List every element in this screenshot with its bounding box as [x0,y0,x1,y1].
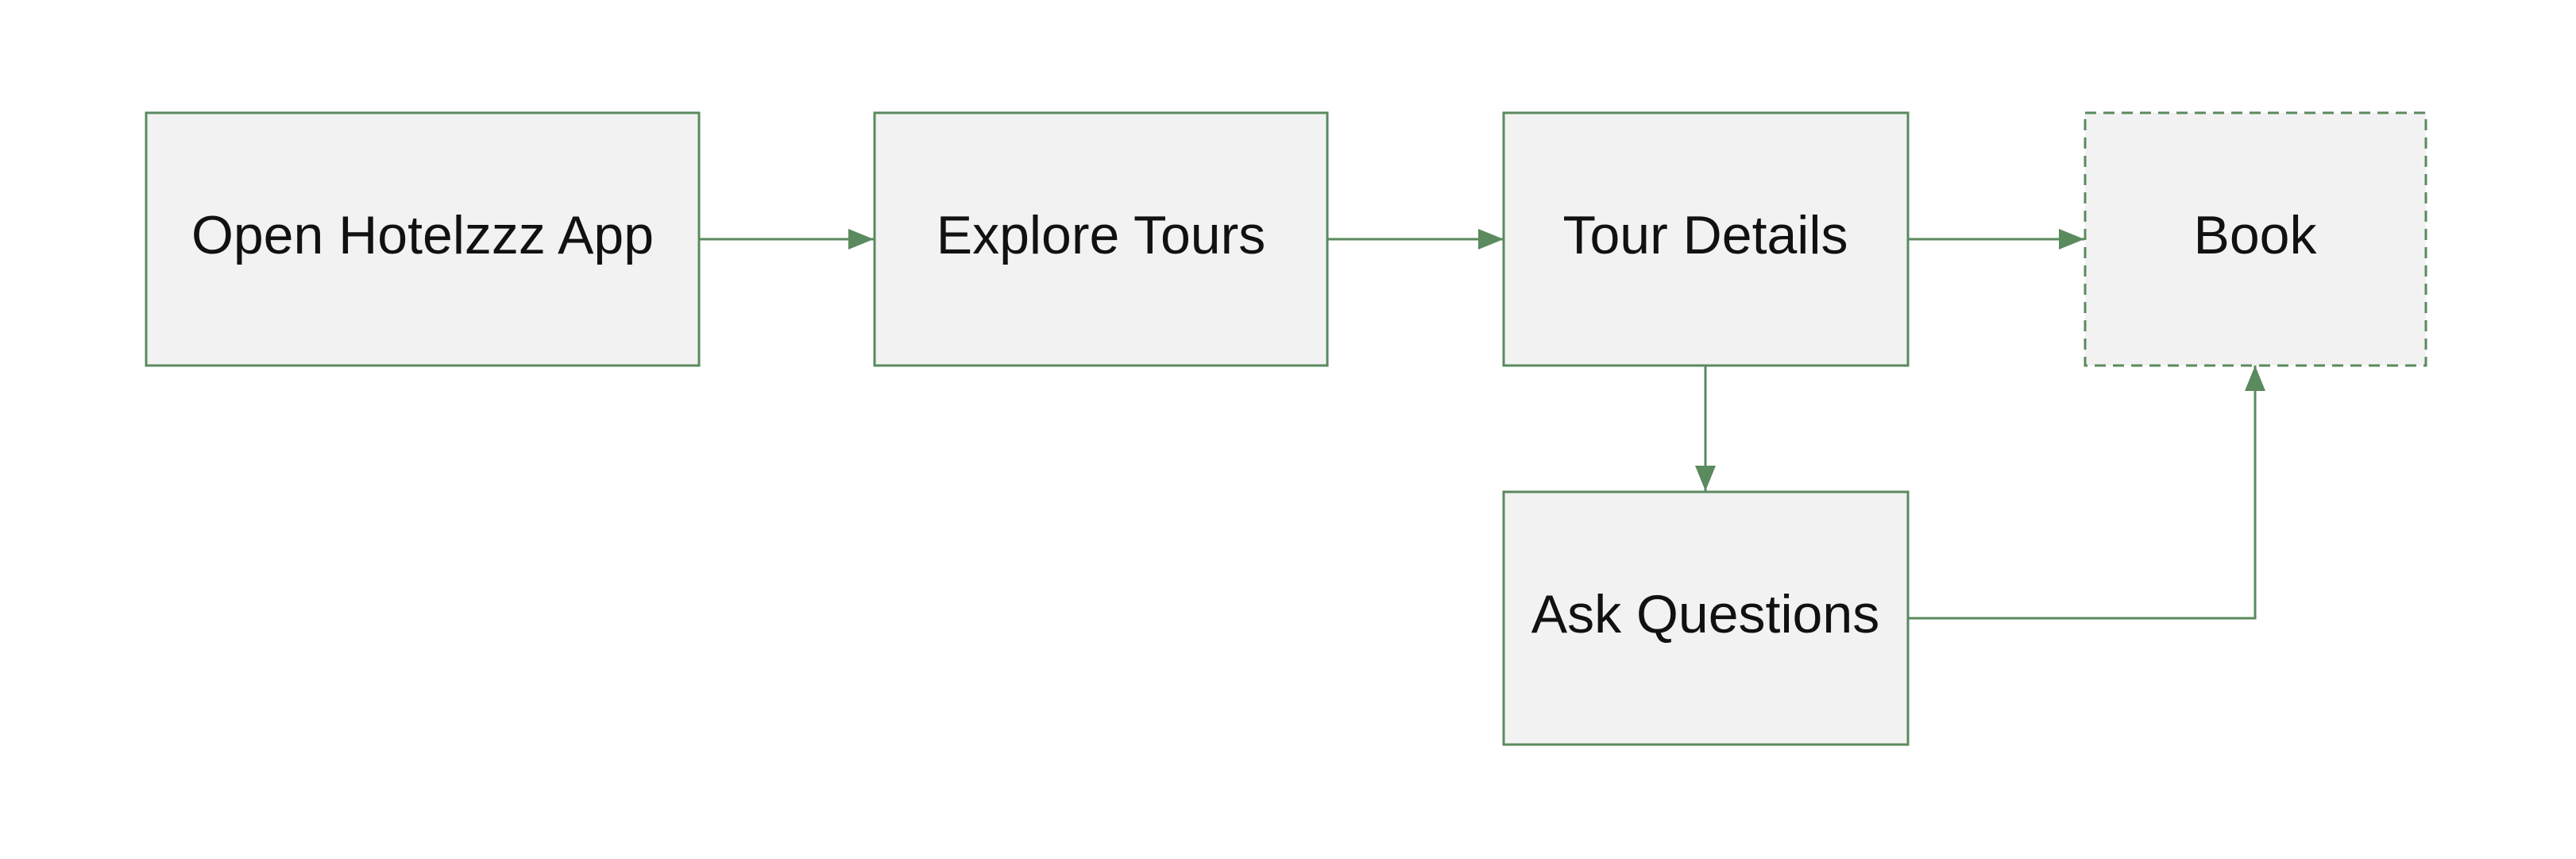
arrowhead-ask-questions [1695,466,1716,491]
node-label-ask-questions: Ask Questions [1531,584,1879,644]
arrowhead-book-bottom [2245,366,2265,391]
edge-ask-questions-to-book [1908,366,2257,620]
node-label-open-app: Open Hotelzzz App [191,205,654,265]
arrowhead-book-left [2059,229,2084,250]
node-box [1502,111,1910,367]
node-label-tour-details: Tour Details [1562,205,1848,265]
node-open-app: Open Hotelzzz App [145,111,701,367]
node-label-explore-tours: Explore Tours [937,205,1266,265]
arrowhead-explore-tours [848,229,874,250]
node-tour-details: Tour Details [1502,111,1910,367]
edges [699,229,2265,620]
node-box-dashed [2084,111,2427,367]
arrowhead-tour-details [1478,229,1504,250]
node-book: Book [2084,111,2427,367]
node-box [873,111,1329,367]
node-ask-questions: Ask Questions [1502,490,1910,746]
node-box [1502,490,1910,746]
node-label-book: Book [2194,205,2318,265]
node-box [145,111,701,367]
node-explore-tours: Explore Tours [873,111,1329,367]
